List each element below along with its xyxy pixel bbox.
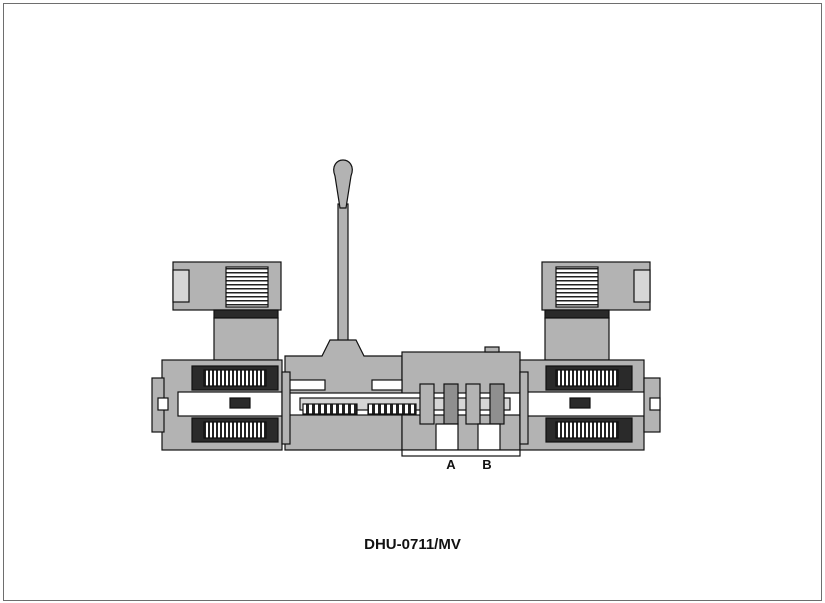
port-b-channel (477, 423, 501, 451)
figure-frame (3, 3, 822, 601)
lever-knob (333, 159, 353, 209)
port-a-channel (435, 423, 459, 451)
coil-winding-right-bottom (555, 421, 619, 439)
solenoid-right (519, 261, 661, 451)
solenoid-left (151, 261, 291, 451)
connector-vents-left (225, 266, 269, 308)
port-a-label: A (446, 457, 456, 472)
subplate-flange (401, 449, 521, 457)
coil-winding-left-top (203, 369, 267, 387)
coil-winding-left-bottom (203, 421, 267, 439)
centering-spring-right (367, 403, 417, 415)
connector-vents-right (555, 266, 599, 308)
coil-winding-right-top (555, 369, 619, 387)
centering-spring-left (302, 403, 358, 415)
figure-caption: DHU-0711/MV (364, 536, 461, 553)
port-b-label: B (482, 457, 491, 472)
valve-body (284, 339, 521, 457)
